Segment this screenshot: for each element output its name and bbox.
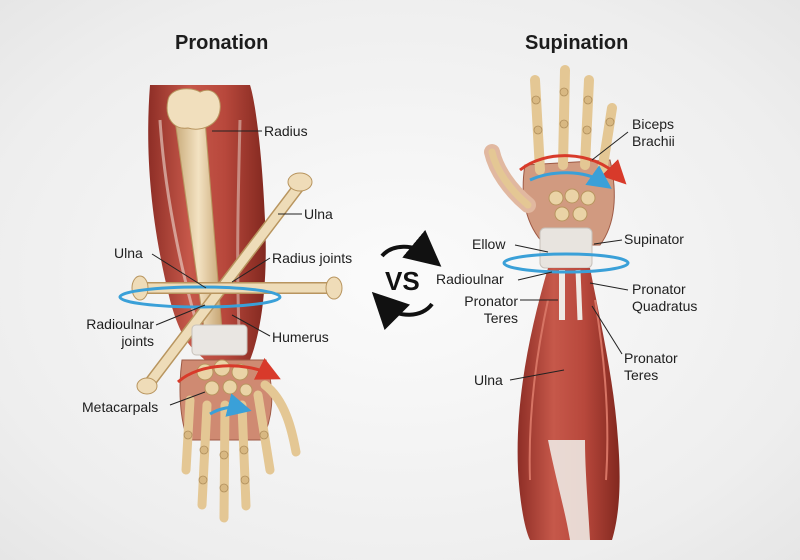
label-pronator-teres-left-line1: Pronator <box>464 293 518 309</box>
label-ulna-right: Ulna <box>304 206 333 222</box>
label-ulna-supination: Ulna <box>474 372 503 388</box>
supination-forearm <box>502 227 630 540</box>
supination-hand <box>484 65 627 246</box>
label-pronator-quadratus-line2: Quadratus <box>632 298 698 314</box>
wrist-tendon-band <box>539 227 593 269</box>
rotation-arrow-blue <box>209 393 252 417</box>
vs-rotation-arrows <box>371 229 442 331</box>
label-biceps-brachii: Biceps Brachii <box>632 116 675 150</box>
label-humerus: Humerus <box>272 329 329 345</box>
label-pronator-teres-left-line2: Teres <box>483 310 518 326</box>
label-pronator-teres-left: Pronator Teres <box>442 293 518 327</box>
supination-arrow-blue <box>529 165 612 189</box>
supination-ring-blue <box>502 252 630 274</box>
supination-leader-lines <box>509 131 629 381</box>
label-supinator: Supinator <box>624 231 684 247</box>
label-pronator-quadratus: Pronator Quadratus <box>632 281 697 315</box>
label-pronator-teres-right: Pronator Teres <box>624 350 678 384</box>
pronation-leader-lines <box>151 130 302 406</box>
label-pronator-teres-right-line2: Teres <box>624 367 659 383</box>
label-ellow: Ellow <box>472 236 506 252</box>
label-radioulnar-joints: Radioulnar joints <box>76 316 154 350</box>
pronation-hand <box>176 357 301 523</box>
vs-label: VS <box>385 266 420 296</box>
label-metacarpals: Metacarpals <box>82 399 159 415</box>
elbow-joint <box>166 88 221 130</box>
arrow-top-icon <box>380 229 442 267</box>
label-radioulnar: Radioulnar <box>436 271 504 287</box>
label-radius-joints: Radius joints <box>272 250 353 266</box>
label-pronator-teres-right-line1: Pronator <box>624 350 678 366</box>
label-radius: Radius <box>264 123 308 139</box>
label-pronator-quadratus-line1: Pronator <box>632 281 686 297</box>
label-biceps-line1: Biceps <box>632 116 675 132</box>
title-pronation: Pronation <box>175 32 269 54</box>
label-radioulnar-line2: joints <box>121 333 154 349</box>
label-biceps-line2: Brachii <box>632 133 675 149</box>
arrow-bottom-icon <box>371 291 434 331</box>
supination-forearm-muscle <box>517 268 620 540</box>
title-supination: Supination <box>525 32 629 54</box>
wrist-band <box>191 324 248 356</box>
label-radioulnar-line1: Radioulnar <box>86 316 154 332</box>
pronation-forearm <box>118 85 343 395</box>
label-ulna-left: Ulna <box>114 245 143 261</box>
rotation-arrow-red <box>176 357 281 384</box>
